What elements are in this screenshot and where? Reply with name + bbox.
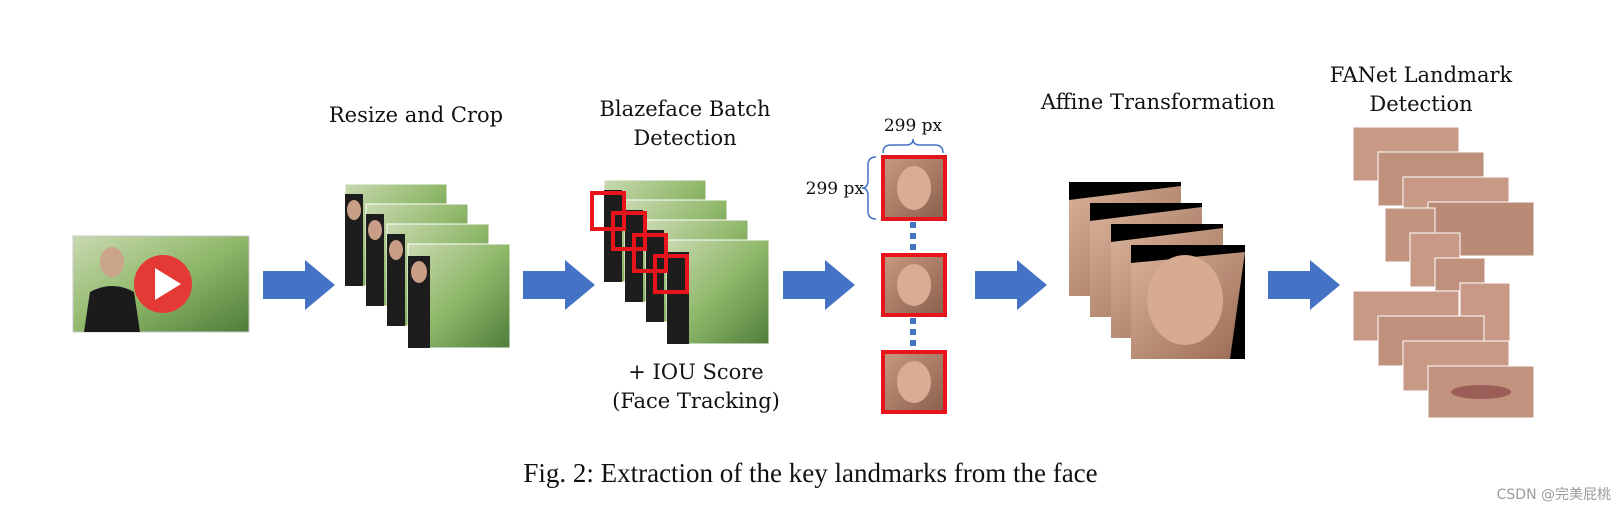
flow-arrow-1 xyxy=(263,260,335,310)
flow-arrow-5 xyxy=(1268,260,1340,310)
figure-caption: Fig. 2: Extraction of the key landmarks … xyxy=(523,458,1098,488)
step-label-line: Detection xyxy=(633,126,737,150)
step-label-affine: Affine Transformation xyxy=(1030,88,1286,117)
step-label-resize-crop: Resize and Crop xyxy=(310,101,522,130)
step-label-line: Detection xyxy=(1369,92,1473,116)
landmark-patches xyxy=(1352,126,1535,419)
play-icon xyxy=(134,255,192,313)
face-crop xyxy=(881,350,947,414)
step-label-line: Resize and Crop xyxy=(328,103,504,127)
face-crop xyxy=(881,155,947,221)
watermark: CSDN @完美屁桃 xyxy=(1496,487,1611,503)
flow-arrow-3 xyxy=(783,260,855,310)
face-crop-column xyxy=(881,155,947,414)
flow-arrow-4 xyxy=(975,260,1047,310)
flow-arrow-2 xyxy=(523,260,595,310)
face-detection-box xyxy=(653,254,689,294)
iou-score-label: + IOU Score (Face Tracking) xyxy=(596,358,796,416)
face-detection-box xyxy=(632,233,668,273)
step-label-blazeface: Blazeface Batch Detection xyxy=(580,95,790,153)
crop-width-label: 299 px xyxy=(883,116,943,136)
face-crop xyxy=(881,253,947,317)
crop-height-label: 299 px xyxy=(805,179,864,199)
step-label-line: Affine Transformation xyxy=(1040,90,1276,114)
step-label-line: FANet Landmark xyxy=(1329,63,1513,87)
width-bracket xyxy=(882,138,944,154)
step-label-line: Blazeface Batch xyxy=(599,97,771,121)
height-bracket xyxy=(861,156,877,220)
step-label-fanet: FANet Landmark Detection xyxy=(1316,61,1526,119)
iou-label-line: + IOU Score xyxy=(628,360,764,384)
detection-frames-stack xyxy=(590,179,770,345)
affine-warped-stack xyxy=(1069,182,1245,359)
input-video-thumbnail xyxy=(72,235,250,333)
face-detection-box xyxy=(611,211,647,251)
resized-frames-stack xyxy=(344,183,511,349)
iou-label-line: (Face Tracking) xyxy=(612,389,780,413)
